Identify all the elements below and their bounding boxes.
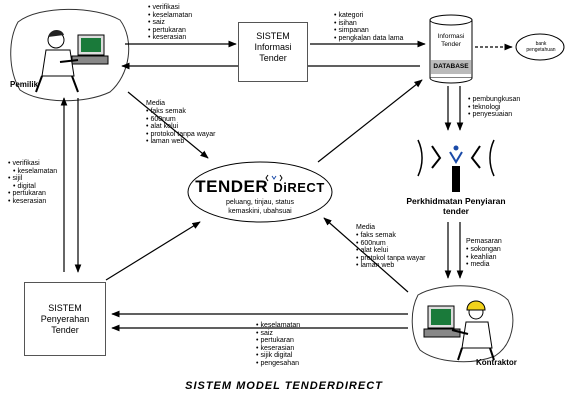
flow-arrows <box>60 40 513 332</box>
list-item: pembungkusan <box>468 96 520 104</box>
list-item: keserasian <box>256 345 300 353</box>
list-item: keselamatan <box>256 322 300 330</box>
list-item: protokol tanpa wayar <box>356 255 425 263</box>
database-title-1: Informasi <box>437 33 465 40</box>
tender-direct-title: TENDER DiRECT <box>190 177 330 197</box>
list-item: protokol tanpa wayar <box>146 131 215 139</box>
pemilik-label: Pemilik <box>10 80 39 89</box>
box-line: Informasi <box>254 42 292 52</box>
box-line: SISTEM <box>48 303 82 313</box>
list-item: digital <box>8 183 57 191</box>
list-item: saiz <box>148 19 192 27</box>
left-column-list: verifikasi keselamatan sijil digital per… <box>8 160 57 206</box>
bottom-list: keselamatan saiz pertukaran keserasian s… <box>256 322 300 368</box>
list-item: keselamatan <box>148 12 192 20</box>
database-label: DATABASE <box>433 63 469 70</box>
tender-sub-line: kemaskini, ubahsuai <box>228 207 292 215</box>
sistem-penyerahan-tender-box: SISTEM Penyerahan Tender <box>24 282 106 356</box>
perkhidmatan-label: Perkhidmatan Penyiaran tender <box>406 196 506 216</box>
media-bottom-title: Media <box>356 224 376 231</box>
broadcast-tower-icon <box>417 139 495 192</box>
list-item: keserasian <box>8 198 57 206</box>
list-item: pertukaran <box>148 27 192 35</box>
list-item: alat kelui <box>356 247 425 255</box>
kontraktor-label: Kontraktor <box>476 358 517 367</box>
kontraktor-figure <box>411 285 514 363</box>
database-title-2: Tender <box>441 41 461 48</box>
list-item: keahlian <box>466 254 501 262</box>
box-line: Penyerahan <box>40 314 90 324</box>
tender-word: TENDER <box>195 177 269 196</box>
list-item: pertukaran <box>8 190 57 198</box>
list-item: sijik digital <box>256 352 300 360</box>
list-item: sokongan <box>466 246 500 254</box>
diagram-caption: SISTEM MODEL TENDERDIRECT <box>185 380 383 392</box>
pemilik-to-info-list: verifikasi keselamatan saiz pertukaran k… <box>148 4 192 42</box>
list-item: sijil <box>8 175 57 183</box>
direct-word: DiRECT <box>273 180 325 195</box>
list-item: pertukaran <box>256 337 300 345</box>
info-to-db-list: kategori isihan simpanan pengkalan data … <box>334 12 403 42</box>
pemilik-figure <box>10 8 130 102</box>
list-item: keselamatan <box>8 168 57 176</box>
list-item: faks semak <box>146 108 215 116</box>
database-cylinder <box>429 14 473 84</box>
media-bottom-list: faks semak 600num alat kelui protokol ta… <box>356 232 425 270</box>
list-item: saiz <box>256 330 300 338</box>
list-item: verifikasi <box>8 160 57 168</box>
media-top-title: Media <box>146 100 166 107</box>
media-top-list: faks semak 600num alat kelui protokol ta… <box>146 108 215 146</box>
bank-pengetahuan-label: bank pengetahuan <box>526 41 556 53</box>
list-item: pengkalan data lama <box>334 35 403 43</box>
list-item: 600num <box>146 116 215 124</box>
list-item: pengesahan <box>256 360 300 368</box>
tender-direct-subtitle: peluang, tinjau, status kemaskini, ubahs… <box>196 199 324 216</box>
list-item: kategori <box>334 12 403 20</box>
pemasaran-title: Pemasaran <box>466 238 502 245</box>
box-line: SISTEM <box>256 31 290 41</box>
list-item: alat kelui <box>146 123 215 131</box>
list-item: keserasian <box>148 34 192 42</box>
list-item: 600num <box>356 240 425 248</box>
list-item: faks semak <box>356 232 425 240</box>
database-title: Informasi Tender <box>428 33 474 49</box>
pemasaran-list: sokongan keahlian media <box>466 246 501 269</box>
list-item: media <box>466 261 501 269</box>
list-item: isihan <box>334 20 403 28</box>
tender-sub-line: peluang, tinjau, status <box>225 199 295 206</box>
list-item: verifikasi <box>148 4 192 12</box>
sistem-informasi-tender-box: SISTEM Informasi Tender <box>238 22 308 82</box>
list-item: penyesuaian <box>468 111 520 119</box>
tender-direct-hub <box>187 161 333 223</box>
bank-pengetahuan-node <box>515 33 565 61</box>
tender-direct-mini-icon <box>265 174 283 182</box>
box-line: Tender <box>51 325 79 335</box>
list-item: teknologi <box>468 104 520 112</box>
list-item: simpanan <box>334 27 403 35</box>
db-right-list: pembungkusan teknologi penyesuaian <box>468 96 520 119</box>
box-line: Tender <box>259 53 287 63</box>
list-item: laman web <box>146 138 215 146</box>
list-item: laman web <box>356 262 425 270</box>
